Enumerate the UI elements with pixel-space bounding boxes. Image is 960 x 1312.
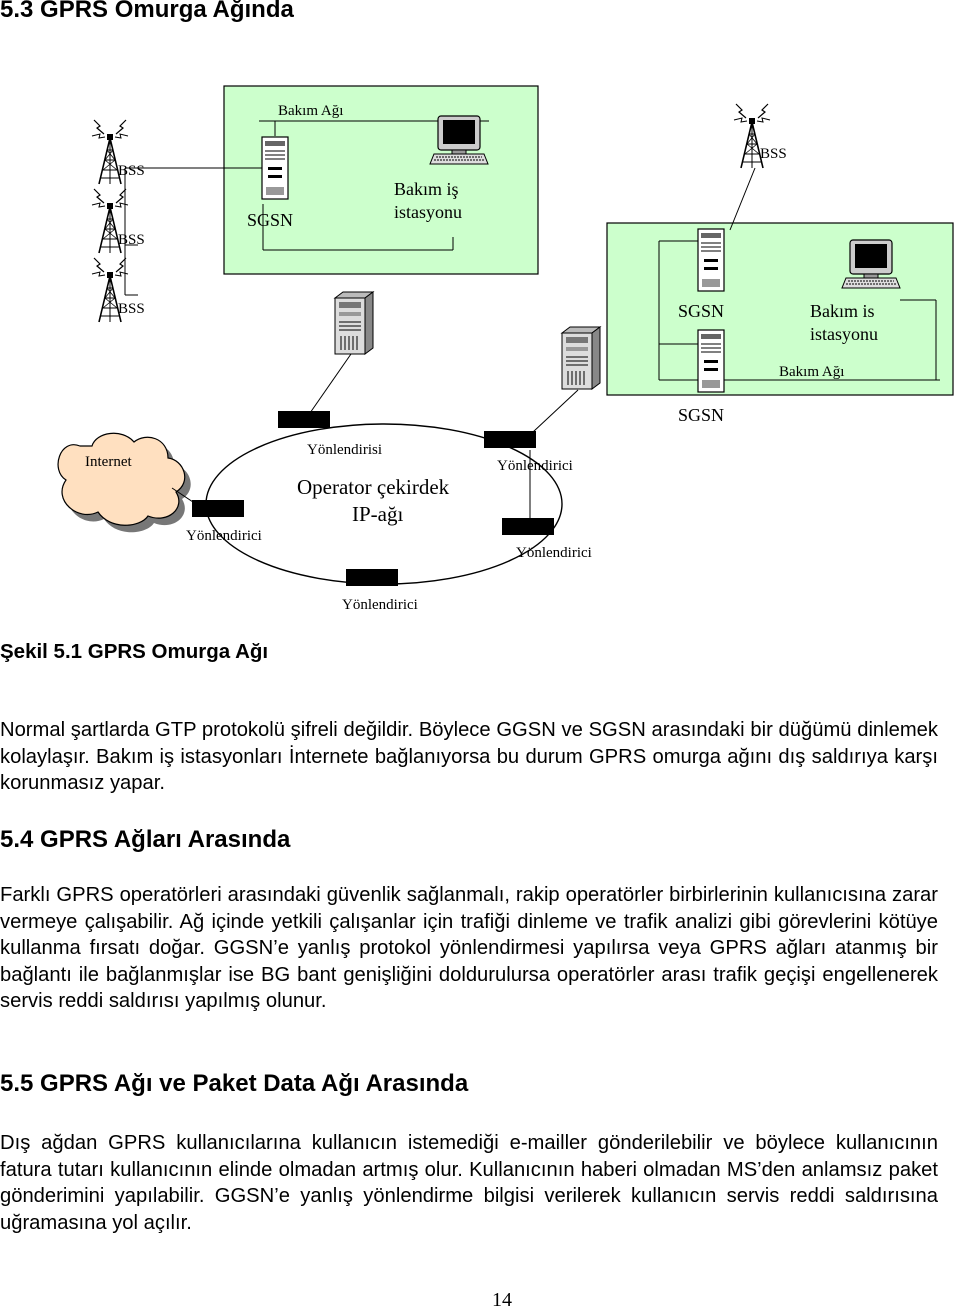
- workstation-label-line1: Bakım is: [810, 301, 875, 321]
- sgsn-label: SGSN: [678, 301, 724, 321]
- figure-caption: Şekil 5.1 GPRS Omurga Ağı: [0, 640, 269, 663]
- bss-label: BSS: [118, 301, 145, 317]
- bss-label: BSS: [760, 146, 787, 162]
- router-label: Yönlendirici: [516, 545, 592, 561]
- router-label: Yönlendirici: [186, 528, 262, 544]
- ggsn-server-icon: [561, 326, 601, 390]
- maintenance-network-label: Bakım Ağı: [278, 103, 343, 119]
- internet-cloud-icon: [57, 432, 191, 533]
- workstation-label-line1: Bakım iş: [394, 179, 459, 199]
- ggsn-server-icon: [334, 291, 374, 355]
- workstation-icon: [841, 239, 901, 289]
- section-heading-5-4: 5.4 GPRS Ağları Arasında: [0, 826, 291, 853]
- maintenance-network-label: Bakım Ağı: [779, 364, 844, 380]
- router-icon: [346, 569, 398, 586]
- sgsn-label: SGSN: [247, 210, 293, 230]
- section-heading-5-5: 5.5 GPRS Ağı ve Paket Data Ağı Arasında: [0, 1070, 469, 1097]
- bss-label: BSS: [118, 163, 145, 179]
- paragraph-gtp-encryption: Normal şartlarda GTP protokolü şifreli d…: [0, 719, 938, 795]
- router-label: Yönlendirisi: [307, 442, 382, 458]
- router-icon: [484, 431, 536, 448]
- paragraph-between-gprs-networks: Farklı GPRS operatörleri arasındaki güve…: [0, 884, 938, 1013]
- paragraph-gprs-packet-data: Dış ağdan GPRS kullanıcılarına kullanıcı…: [0, 1132, 938, 1234]
- sgsn-server-icon: [697, 228, 725, 292]
- core-network-label-line1: Operator çekirdek: [297, 475, 450, 499]
- router-icon: [192, 500, 244, 517]
- router-icon: [502, 518, 554, 535]
- router-label: Yönlendirici: [342, 597, 418, 613]
- core-network-label-line2: IP-ağı: [352, 502, 403, 526]
- gprs-backbone-diagram: Bakım Ağı BSS BSS BSS BSS SGSN Bakım iş …: [57, 85, 954, 613]
- bss-label: BSS: [118, 232, 145, 248]
- workstation-label-line2: istasyonu: [810, 324, 878, 344]
- sgsn-server-icon: [261, 136, 289, 200]
- internet-label: Internet: [85, 454, 132, 470]
- workstation-label-line2: istasyonu: [394, 202, 462, 222]
- workstation-icon: [429, 115, 489, 165]
- sgsn-server-icon: [697, 329, 725, 393]
- router-icon: [278, 411, 330, 428]
- page-number: 14: [492, 1289, 512, 1311]
- router-label: Yönlendirici: [497, 458, 573, 474]
- sgsn-label: SGSN: [678, 405, 724, 425]
- section-heading-5-3: 5.3 GPRS Omurga Ağında: [0, 0, 294, 23]
- maintenance-network-area-right: [606, 222, 954, 396]
